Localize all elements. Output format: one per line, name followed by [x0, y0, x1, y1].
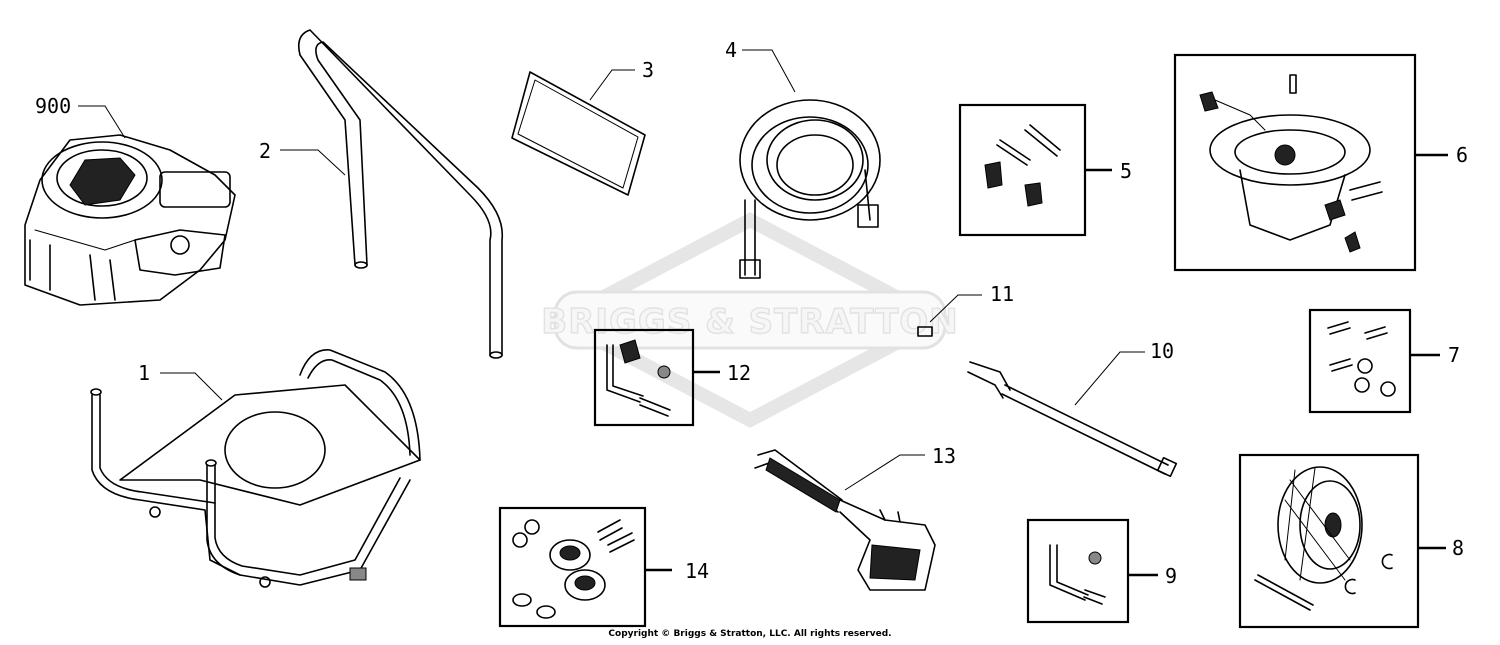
callout-10: 10	[1150, 339, 1174, 363]
callout-2: 2	[259, 139, 271, 163]
leader-2	[280, 149, 346, 176]
hardware-kit-9-part	[1026, 518, 1130, 624]
callout-9: 9	[1165, 564, 1177, 588]
callout-5: 5	[1120, 159, 1132, 183]
leader-10	[1074, 351, 1145, 406]
nozzle-part	[917, 326, 933, 337]
callout-8: 8	[1452, 536, 1464, 560]
leader-3	[589, 69, 635, 101]
copyright-notice: Copyright © Briggs & Stratton, LLC. All …	[608, 629, 892, 639]
hose-part	[739, 99, 881, 279]
callout-900: 900	[35, 94, 71, 118]
callout-7: 7	[1448, 343, 1460, 367]
engine-part	[24, 134, 236, 306]
callout-13: 13	[932, 444, 956, 468]
callout-6: 6	[1456, 143, 1468, 167]
frame-part	[90, 349, 421, 588]
callout-14: 14	[685, 559, 709, 583]
callout-12: 12	[727, 361, 751, 385]
pump-part	[1173, 53, 1417, 272]
callout-3: 3	[642, 58, 654, 82]
hardware-kit-5-part	[958, 103, 1087, 237]
leader-4	[742, 49, 796, 93]
hardware-kit-14-part	[498, 506, 647, 628]
briggs-stratton-watermark: BRIGGS & STRATTON	[541, 212, 958, 428]
callout-4: 4	[725, 38, 737, 62]
callout-1: 1	[138, 361, 150, 385]
hardware-kit-7-part	[1308, 308, 1412, 414]
leader-1	[160, 372, 223, 401]
hardware-kit-12-part	[593, 328, 695, 427]
leader-11	[929, 294, 982, 323]
callout-11: 11	[990, 282, 1014, 306]
spray-gun-part	[754, 449, 936, 591]
leader-13	[844, 454, 925, 491]
watermark-text: BRIGGS & STRATTON	[541, 302, 958, 342]
panel-part	[511, 71, 646, 196]
wheel-kit-part	[1238, 453, 1420, 629]
leader-900	[78, 105, 126, 139]
handle-part	[297, 29, 504, 359]
lance-part	[967, 361, 1178, 478]
